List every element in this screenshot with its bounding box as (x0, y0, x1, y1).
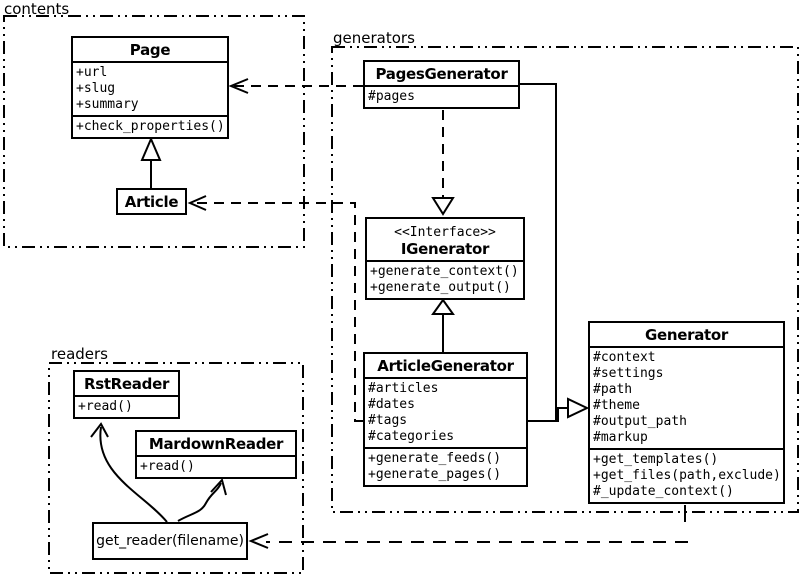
method: +generate_context() (370, 264, 519, 279)
method: #_update_context() (593, 484, 734, 499)
class-markdownreader-name: MardownReader (148, 435, 284, 453)
realization-pagesgenerator-to-igenerator (431, 110, 455, 216)
function-get-reader-label: get_reader(filename) (96, 533, 244, 549)
method: +get_files(path,exclude) (593, 468, 781, 483)
class-igenerator-name: IGenerator (400, 240, 490, 258)
dependency-articlegenerator-to-article (187, 195, 363, 422)
class-generator-name: Generator (644, 326, 729, 344)
package-label-readers: readers (51, 345, 108, 363)
attribute: #settings (593, 366, 664, 381)
package-generators-border (331, 46, 799, 513)
class-igenerator-methods: +generate_context() +generate_output() (367, 260, 523, 298)
package-contents-border (3, 15, 305, 248)
method: +check_properties() (76, 119, 225, 134)
dependency-pagesgenerator-to-page (228, 78, 363, 94)
class-pagesgenerator-name: PagesGenerator (375, 65, 508, 83)
class-markdownreader: MardownReader +read() (135, 430, 297, 479)
arrow-getreader-to-markdownreader (177, 477, 227, 522)
arrow-getreader-to-rstreader (90, 422, 168, 523)
package-label-generators: generators (333, 29, 415, 47)
class-page-name: Page (129, 41, 171, 59)
class-rstreader-name: RstReader (83, 375, 170, 393)
class-articlegenerator-methods: +generate_feeds() +generate_pages() (365, 447, 526, 485)
method: +generate_output() (370, 280, 511, 295)
attribute: #dates (368, 397, 415, 412)
dependency-generator-to-getreader (248, 505, 688, 549)
generalization-generators-to-generator (520, 83, 590, 422)
class-generator-attributes: #context #settings #path #theme #output_… (590, 346, 783, 448)
class-rstreader: RstReader +read() (73, 370, 180, 419)
class-generator: Generator #context #settings #path #them… (588, 321, 785, 504)
attribute: #articles (368, 381, 439, 396)
package-readers-border (48, 362, 304, 574)
attribute: #path (593, 382, 633, 397)
class-page: Page +url +slug +summary +check_properti… (71, 36, 229, 139)
class-articlegenerator: ArticleGenerator #articles #dates #tags … (363, 352, 528, 487)
class-articlegenerator-name: ArticleGenerator (377, 357, 514, 375)
class-markdownreader-methods: +read() (137, 455, 295, 477)
attribute: #categories (368, 429, 455, 444)
class-pagesgenerator-attributes: #pages (365, 85, 518, 107)
attribute: +summary (76, 97, 139, 112)
generalization-article-to-page (140, 136, 162, 188)
class-igenerator-title: <<Interface>> IGenerator (367, 219, 523, 260)
class-article: Article (116, 188, 187, 215)
class-rstreader-methods: +read() (75, 395, 178, 417)
method: +generate_feeds() (368, 451, 502, 466)
attribute: +slug (76, 81, 116, 96)
attribute: #context (593, 350, 656, 365)
attribute: #output_path (593, 414, 687, 429)
attribute: #pages (368, 89, 415, 104)
method: +generate_pages() (368, 467, 502, 482)
attribute: #tags (368, 413, 408, 428)
function-get-reader: get_reader(filename) (92, 522, 248, 560)
method: +read() (140, 459, 195, 474)
attribute: +url (76, 65, 108, 80)
class-igenerator-stereotype: <<Interface>> (394, 225, 496, 240)
attribute: #markup (593, 430, 648, 445)
method: +get_templates() (593, 452, 719, 467)
method: +read() (78, 399, 133, 414)
class-articlegenerator-attributes: #articles #dates #tags #categories (365, 377, 526, 447)
class-page-methods: +check_properties() (73, 115, 227, 137)
class-page-attributes: +url +slug +summary (73, 61, 227, 115)
class-article-name: Article (124, 193, 179, 211)
class-igenerator: <<Interface>> IGenerator +generate_conte… (365, 217, 525, 300)
class-pagesgenerator: PagesGenerator #pages (363, 60, 520, 109)
attribute: #theme (593, 398, 640, 413)
generalization-articlegenerator-to-igenerator (431, 298, 455, 352)
class-generator-methods: +get_templates() +get_files(path,exclude… (590, 448, 783, 502)
package-label-contents: contents (4, 0, 70, 18)
